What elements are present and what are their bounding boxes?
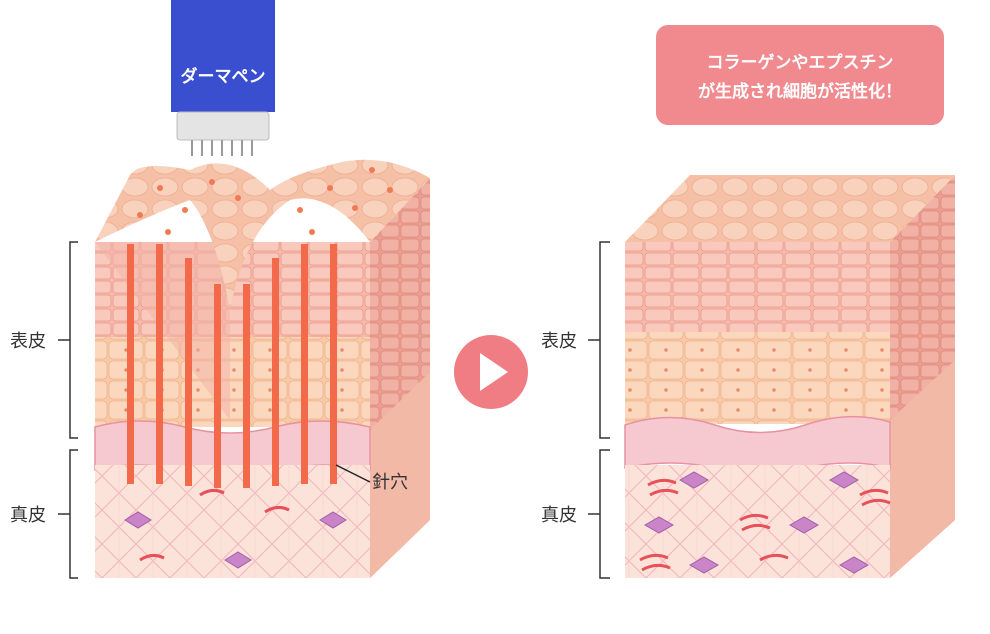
needle-channel bbox=[127, 244, 134, 484]
dermapen-head bbox=[176, 111, 270, 141]
needle-channel bbox=[301, 244, 308, 484]
needle-channel bbox=[330, 244, 337, 484]
right-epidermis-label: 表皮 bbox=[541, 331, 577, 352]
right-stratum-middle bbox=[625, 332, 890, 424]
left-dermis-label: 真皮 bbox=[10, 505, 46, 526]
right-top-surface bbox=[625, 175, 955, 242]
play-arrow-icon bbox=[454, 335, 528, 409]
left-dermis-cells bbox=[124, 488, 347, 569]
callout-line-1: コラーゲンやエプスチン bbox=[707, 52, 894, 73]
left-labels: 表皮 真皮 針穴 bbox=[10, 241, 408, 579]
right-dermis-cells bbox=[639, 471, 891, 574]
dermapen-body bbox=[171, 0, 275, 112]
left-block-side-dermis bbox=[370, 372, 430, 578]
left-skin-block bbox=[94, 159, 430, 578]
needle-channels bbox=[127, 244, 337, 488]
callout-line-2: が生成され細胞が活性化！ bbox=[698, 81, 902, 102]
needle-channel bbox=[156, 244, 163, 484]
right-block-side-dermis bbox=[890, 360, 955, 578]
needle-channel bbox=[185, 258, 192, 486]
right-basal-layer bbox=[624, 415, 891, 474]
dermapen-device: ダーマペン bbox=[171, 0, 275, 156]
needle-hole-label: 針穴 bbox=[372, 472, 408, 493]
needle-channel bbox=[272, 258, 279, 486]
dermapen-label: ダーマペン bbox=[181, 66, 266, 87]
left-stratum-middle bbox=[95, 337, 370, 427]
left-top-surface bbox=[95, 159, 430, 310]
callout-bg bbox=[656, 25, 944, 125]
left-epidermis-label: 表皮 bbox=[10, 331, 46, 352]
right-labels: 表皮 真皮 bbox=[541, 241, 610, 579]
dermapen-needles bbox=[191, 140, 253, 156]
right-stratum-upper bbox=[625, 242, 890, 332]
right-dermis-label: 真皮 bbox=[541, 505, 577, 526]
needle-channel bbox=[243, 284, 250, 488]
needle-channel bbox=[214, 284, 221, 488]
result-callout: コラーゲンやエプスチン が生成され細胞が活性化！ bbox=[656, 25, 944, 125]
right-skin-block bbox=[624, 175, 955, 578]
